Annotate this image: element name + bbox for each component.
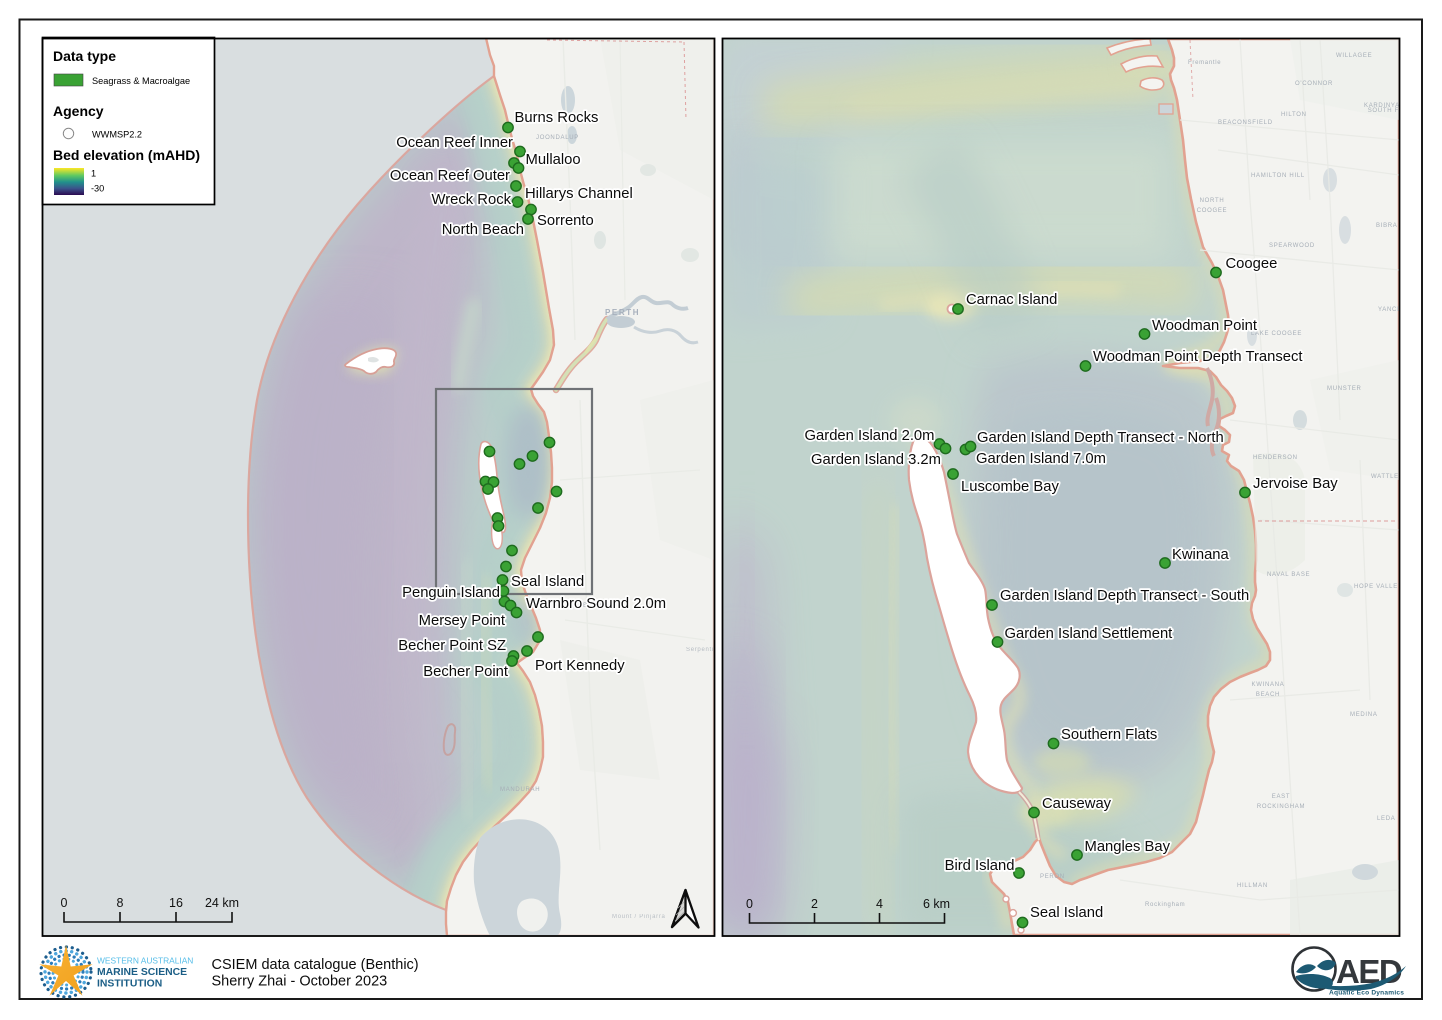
svg-text:PERON: PERON: [1040, 874, 1065, 880]
svg-text:BIBRA LA: BIBRA LA: [1376, 223, 1408, 229]
svg-text:ROCKINGHAM: ROCKINGHAM: [1257, 804, 1305, 810]
svg-text:HILTON: HILTON: [1281, 112, 1307, 118]
svg-text:Data type: Data type: [53, 48, 116, 64]
svg-text:LAKE COOGEE: LAKE COOGEE: [1251, 331, 1302, 337]
svg-text:Mount / Pinjarra: Mount / Pinjarra: [612, 914, 666, 920]
svg-text:Ocean Reef Outer: Ocean Reef Outer: [390, 168, 510, 184]
svg-text:HAMILTON HILL: HAMILTON HILL: [1251, 173, 1305, 179]
svg-text:Jervoise Bay: Jervoise Bay: [1253, 476, 1338, 492]
svg-text:Hillarys Channel: Hillarys Channel: [525, 186, 633, 202]
svg-text:MEDINA: MEDINA: [1350, 712, 1378, 718]
svg-text:PERTH: PERTH: [605, 308, 640, 317]
svg-text:Mullaloo: Mullaloo: [526, 152, 581, 168]
svg-text:SPEARWOOD: SPEARWOOD: [1269, 243, 1315, 249]
svg-text:Seal Island: Seal Island: [511, 574, 584, 590]
svg-text:Port Kennedy: Port Kennedy: [535, 658, 625, 674]
svg-text:CSIEM data catalogue (Benthic): CSIEM data catalogue (Benthic): [212, 957, 419, 973]
svg-text:Garden Island 3.2m: Garden Island 3.2m: [811, 452, 941, 468]
svg-text:Burns Rocks: Burns Rocks: [515, 110, 599, 126]
svg-text:COOGEE: COOGEE: [1197, 208, 1228, 214]
svg-text:Bird Island: Bird Island: [945, 858, 1015, 874]
svg-text:BEACH: BEACH: [1256, 692, 1280, 698]
svg-text:Kwinana: Kwinana: [1172, 547, 1230, 563]
svg-text:SOUTH FR: SOUTH FR: [1368, 108, 1404, 114]
svg-text:MARINE SCIENCE: MARINE SCIENCE: [97, 967, 187, 978]
svg-text:WILLAGEE: WILLAGEE: [1336, 53, 1372, 59]
svg-text:Garden Island Depth Transect -: Garden Island Depth Transect - South: [1000, 588, 1249, 604]
svg-text:Bed elevation (mAHD): Bed elevation (mAHD): [53, 147, 200, 163]
svg-text:Rockingham: Rockingham: [1145, 902, 1185, 908]
svg-text:16: 16: [169, 896, 183, 910]
svg-text:Garden Island 2.0m: Garden Island 2.0m: [805, 428, 935, 444]
svg-text:MANDURAH: MANDURAH: [500, 787, 540, 793]
svg-text:4: 4: [876, 897, 883, 911]
svg-text:Mangles Bay: Mangles Bay: [1085, 839, 1171, 855]
svg-text:Warnbro Sound 2.0m: Warnbro Sound 2.0m: [526, 596, 666, 612]
svg-text:Becher Point SZ: Becher Point SZ: [398, 638, 506, 654]
svg-text:Seal Island: Seal Island: [1030, 905, 1103, 921]
svg-text:Southern Flats: Southern Flats: [1061, 727, 1157, 743]
svg-text:24 km: 24 km: [205, 896, 239, 910]
svg-text:Baldivis: Baldivis: [583, 603, 609, 609]
svg-text:-30: -30: [91, 184, 104, 194]
svg-text:2: 2: [811, 897, 818, 911]
svg-text:Seagrass & Macroalgae: Seagrass & Macroalgae: [92, 76, 190, 86]
svg-text:Penguin Island: Penguin Island: [402, 585, 500, 601]
svg-text:WWMSP2.2: WWMSP2.2: [92, 130, 142, 140]
svg-text:Serpentine: Serpentine: [686, 647, 722, 653]
svg-text:EAST: EAST: [1272, 794, 1290, 800]
svg-text:Garden Island Depth Transect -: Garden Island Depth Transect - North: [977, 430, 1224, 446]
svg-text:O'CONNOR: O'CONNOR: [1295, 81, 1333, 87]
svg-text:WATTLEUP: WATTLEUP: [1371, 474, 1409, 480]
svg-text:Mersey Point: Mersey Point: [419, 613, 505, 629]
svg-text:Becher Point: Becher Point: [423, 664, 508, 680]
svg-text:Sorrento: Sorrento: [537, 213, 594, 229]
svg-text:Fremantle: Fremantle: [1188, 60, 1221, 66]
svg-text:0: 0: [61, 896, 68, 910]
svg-text:NAVAL BASE: NAVAL BASE: [1267, 572, 1310, 578]
svg-text:Agency: Agency: [53, 103, 104, 119]
svg-text:Causeway: Causeway: [1042, 796, 1112, 812]
svg-text:MUNSTER: MUNSTER: [1327, 386, 1362, 392]
svg-text:BEACONSFIELD: BEACONSFIELD: [1218, 120, 1273, 126]
svg-text:8: 8: [117, 896, 124, 910]
svg-text:Aquatic Eco Dynamics: Aquatic Eco Dynamics: [1329, 990, 1404, 997]
svg-text:Woodman Point: Woodman Point: [1152, 318, 1257, 334]
svg-text:JOONDALUP: JOONDALUP: [536, 135, 579, 141]
svg-text:Coogee: Coogee: [1226, 256, 1278, 272]
svg-text:Wreck Rock: Wreck Rock: [432, 192, 512, 208]
svg-text:Luscombe Bay: Luscombe Bay: [961, 479, 1059, 495]
svg-text:Sherry Zhai - October 2023: Sherry Zhai - October 2023: [212, 974, 388, 990]
svg-text:HILLMAN: HILLMAN: [1237, 883, 1268, 889]
svg-text:NORTH: NORTH: [1200, 198, 1225, 204]
svg-text:1: 1: [91, 169, 96, 179]
svg-text:WESTERN AUSTRALIAN: WESTERN AUSTRALIAN: [97, 956, 193, 966]
svg-text:0: 0: [746, 897, 753, 911]
svg-text:LEDA: LEDA: [1377, 816, 1395, 822]
svg-text:North Beach: North Beach: [442, 222, 524, 238]
svg-text:INSTITUTION: INSTITUTION: [97, 979, 162, 990]
svg-text:Woodman Point Depth Transect: Woodman Point Depth Transect: [1093, 349, 1302, 365]
svg-text:HENDERSON: HENDERSON: [1253, 455, 1298, 461]
svg-text:Ocean Reef Inner: Ocean Reef Inner: [396, 135, 513, 151]
svg-text:6 km: 6 km: [923, 897, 950, 911]
svg-text:KWINANA: KWINANA: [1252, 682, 1285, 688]
svg-text:YANCED: YANCED: [1378, 307, 1407, 313]
svg-text:Garden Island Settlement: Garden Island Settlement: [1005, 626, 1173, 642]
svg-text:Carnac Island: Carnac Island: [966, 292, 1057, 308]
svg-text:HOPE VALLEY: HOPE VALLEY: [1354, 584, 1403, 590]
svg-text:Garden Island 7.0m: Garden Island 7.0m: [976, 451, 1106, 467]
svg-text:KARDINYA: KARDINYA: [1364, 103, 1400, 109]
